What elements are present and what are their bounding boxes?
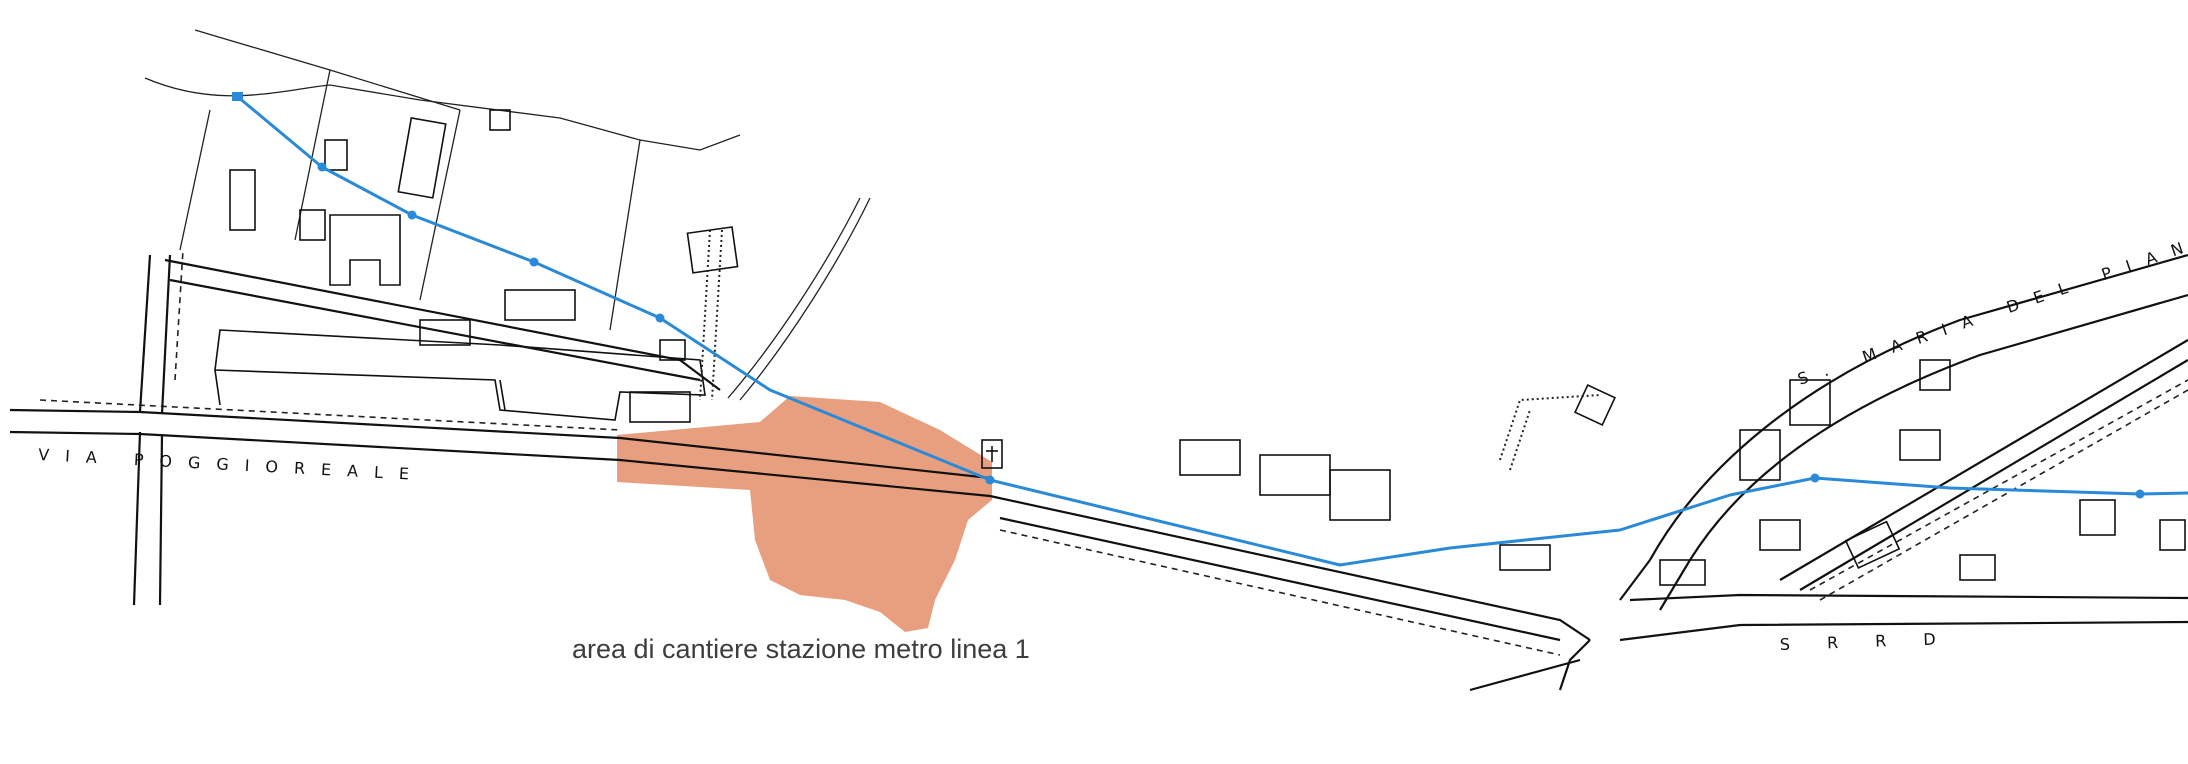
construction-area — [617, 396, 992, 632]
cupa-lautrec — [699, 197, 871, 401]
santa-maria-del-pianto-road — [1619, 253, 2188, 611]
route-node — [655, 313, 665, 323]
route-node — [2135, 489, 2145, 499]
route-start-node — [232, 92, 243, 101]
road-label-via-poggioreale: VIA POGGIOREALE — [38, 445, 426, 484]
right-lower-streets — [1499, 339, 2188, 642]
route-line — [232, 92, 2188, 567]
route-node — [1810, 473, 1820, 483]
construction-area-caption: area di cantiere stazione metro linea 1 — [572, 634, 1030, 664]
route-node — [407, 210, 417, 220]
buildings-right — [1179, 359, 2186, 586]
via-poggioreale-road — [9, 399, 1591, 692]
route-node — [529, 257, 539, 267]
road-label-lower-street: S R R D — [1779, 629, 1952, 654]
upper-boundary — [144, 29, 741, 331]
route-node — [317, 162, 327, 172]
cross-icon — [981, 439, 1003, 469]
route-node — [985, 475, 995, 485]
buildings-main-block — [214, 329, 706, 423]
